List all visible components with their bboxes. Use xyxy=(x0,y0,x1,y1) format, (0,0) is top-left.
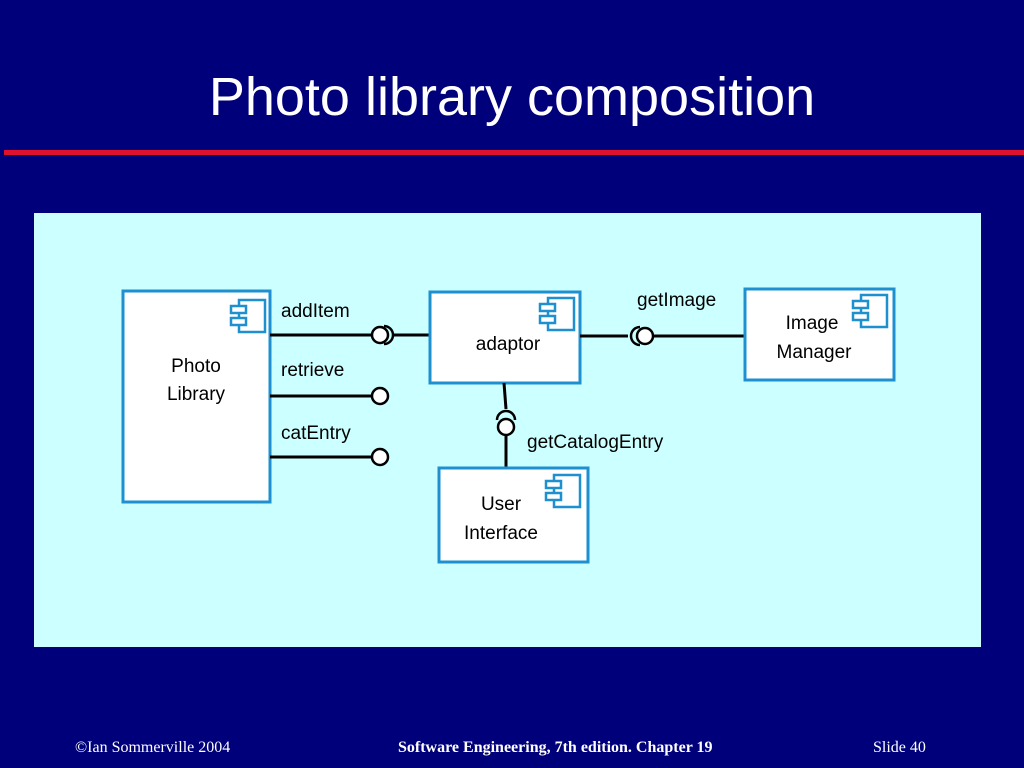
component-icon xyxy=(538,296,576,332)
adaptor-add-item-socket xyxy=(383,324,430,346)
get-image-label: getImage xyxy=(637,290,716,311)
component-image-manager: Image Manager xyxy=(743,287,896,382)
adaptor-label: adaptor xyxy=(476,334,541,355)
image-manager-label-2: Manager xyxy=(777,342,853,363)
photo-library-label-1: Photo xyxy=(171,356,221,377)
add-item-label: addItem xyxy=(281,301,350,322)
component-icon xyxy=(851,293,889,329)
get-catalog-entry-label: getCatalogEntry xyxy=(527,432,664,453)
component-user-interface: User Interface xyxy=(437,466,590,564)
interface-get-catalog-entry: getCatalogEntry xyxy=(495,382,664,468)
component-icon xyxy=(544,473,582,509)
interface-cat-entry: catEntry xyxy=(270,423,390,467)
footer-slide-number: Slide 40 xyxy=(873,739,926,756)
component-icon xyxy=(229,298,267,334)
retrieve-label: retrieve xyxy=(281,360,344,381)
cat-entry-label: catEntry xyxy=(281,423,351,444)
slide-title: Photo library composition xyxy=(208,67,816,127)
footer-book-title: Software Engineering, 7th edition. Chapt… xyxy=(398,739,713,756)
user-interface-label-2: Interface xyxy=(464,523,538,544)
title-divider xyxy=(4,150,1024,155)
interface-retrieve: retrieve xyxy=(270,360,390,406)
interface-get-image: getImage xyxy=(580,290,745,347)
component-photo-library: Photo Library xyxy=(121,289,272,504)
image-manager-label-1: Image xyxy=(786,313,839,334)
user-interface-label-1: User xyxy=(481,494,522,515)
interface-add-item: addItem xyxy=(270,301,390,345)
photo-library-label-2: Library xyxy=(167,384,226,405)
component-adaptor: adaptor xyxy=(428,290,582,385)
footer-copyright: ©Ian Sommerville 2004 xyxy=(75,739,231,756)
